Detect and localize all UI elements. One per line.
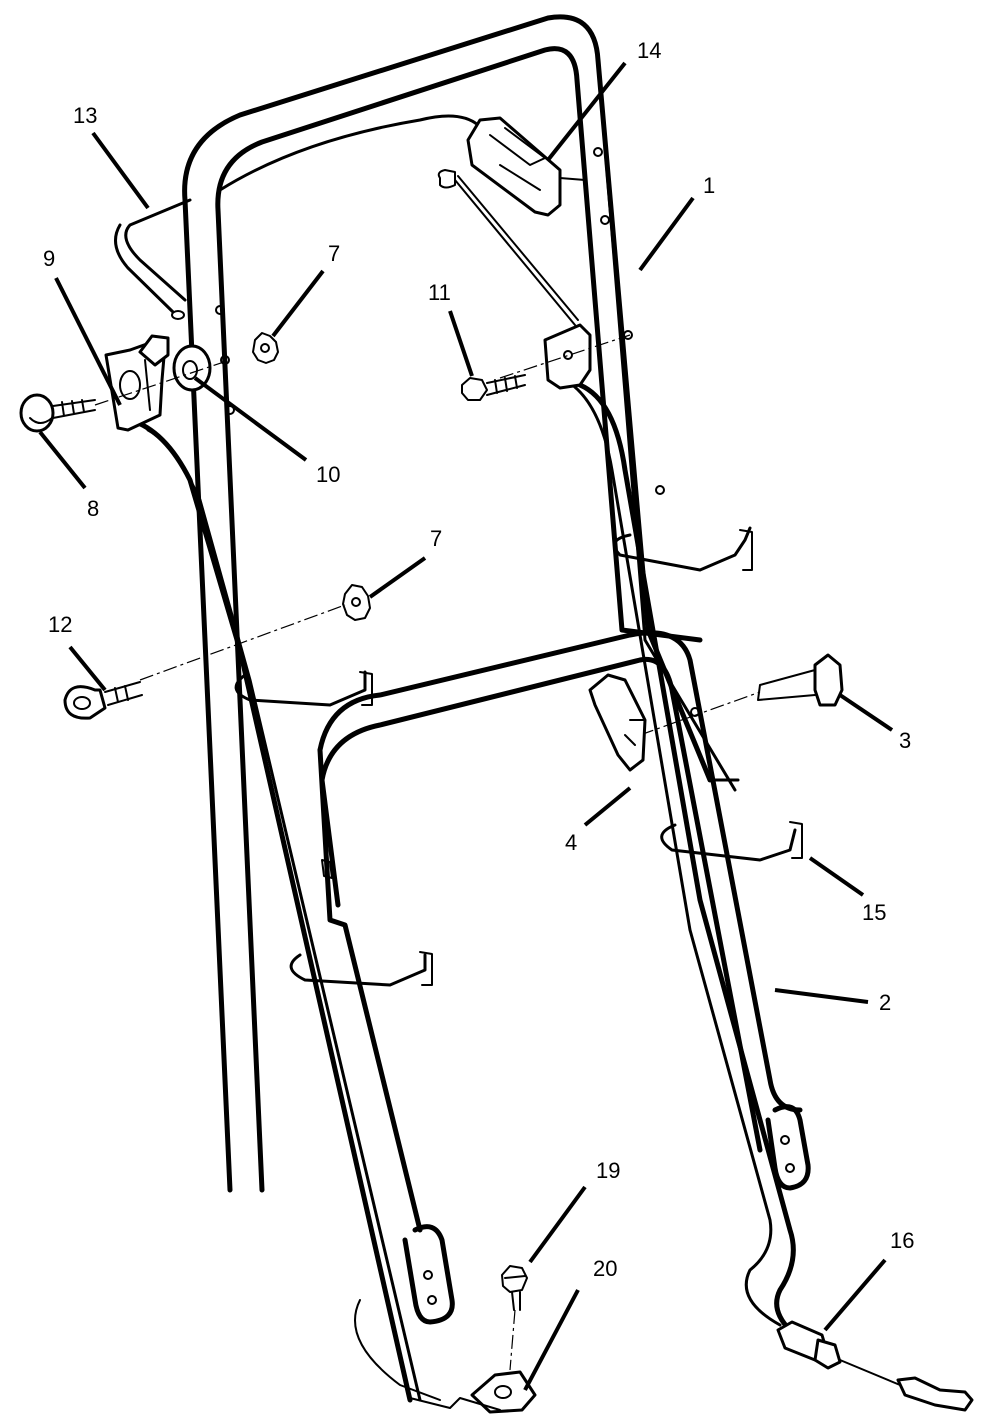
callout-labels: 1 2 3 4 7 7 8 9 10 11 12 13 14 15 16 19 … [43,38,914,1281]
part-9-lever [104,334,170,432]
part-3-bolt [639,653,844,736]
callout-20: 20 [593,1256,617,1281]
upper-handle [182,14,740,1193]
callout-4: 4 [565,830,577,855]
callout-9: 9 [43,246,55,271]
part-12-eye-bolt [63,681,143,720]
callout-8: 8 [87,496,99,521]
part-7-washer-upper [252,332,279,364]
part-10-washer [172,344,212,392]
leader-lines [38,61,894,1391]
callout-14: 14 [637,38,661,63]
part-8-bolt [19,359,231,433]
part-13-rod [114,198,192,320]
cable-left [127,417,441,1403]
control-rod [218,114,480,192]
cable-right [563,378,796,1333]
part-7-washer-lower [139,584,371,681]
callout-3: 3 [899,728,911,753]
part-14-bracket [437,116,586,326]
callout-16: 16 [890,1228,914,1253]
callout-10: 10 [316,462,340,487]
callout-7-upper: 7 [328,241,340,266]
part-4-knob [588,673,647,772]
part-19-screw [501,1265,528,1371]
callout-19: 19 [596,1158,620,1183]
part-16-cable-end [776,1320,974,1412]
callout-11: 11 [428,280,451,305]
part-20-nut [470,1370,537,1414]
callout-2: 2 [879,990,891,1015]
callout-13: 13 [73,103,97,128]
part-15-cable-clips [234,526,803,987]
callout-7-lower: 7 [430,526,442,551]
callout-15: 15 [862,900,886,925]
part-11-clip [461,323,631,401]
lower-rod-end [409,1397,501,1411]
callout-1: 1 [703,173,715,198]
callout-12: 12 [48,612,72,637]
